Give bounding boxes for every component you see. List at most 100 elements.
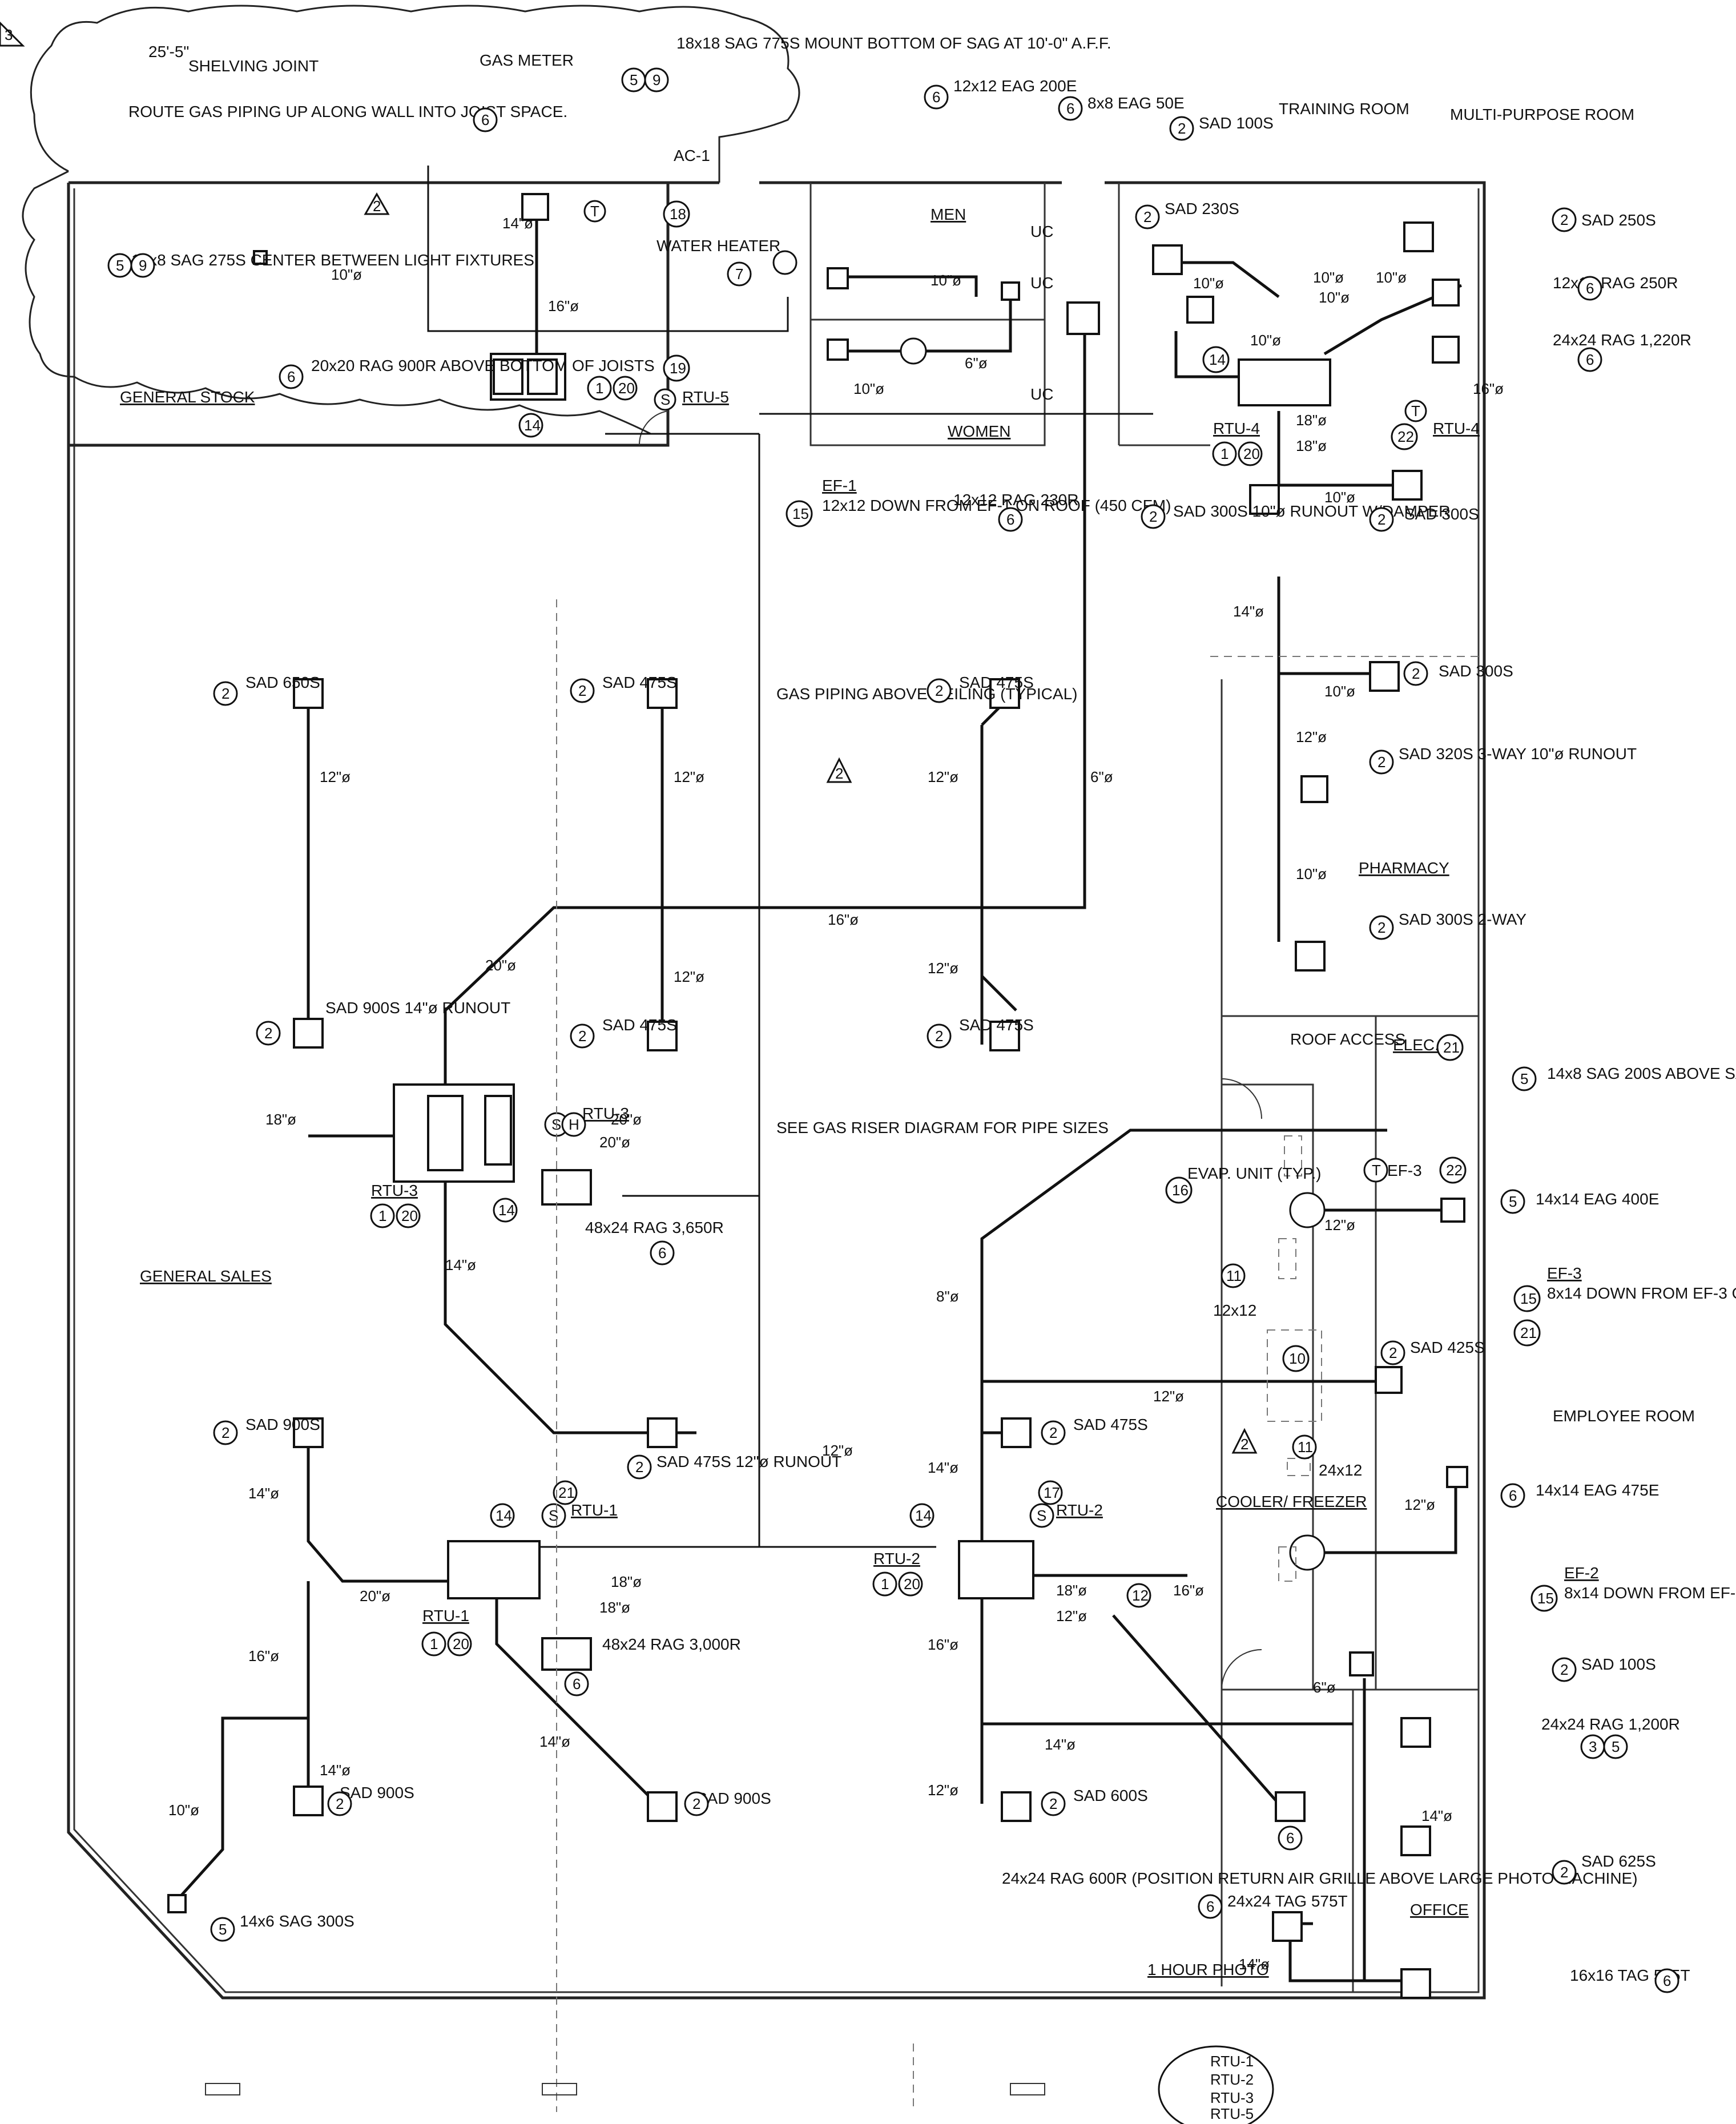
svg-text:18"ø: 18"ø <box>1056 1582 1087 1599</box>
ef3-detail: 8x14 DOWN FROM EF-3 ON ROOF (400 CFM) <box>1547 1284 1736 1302</box>
svg-text:10"ø: 10"ø <box>1313 269 1344 286</box>
sad-320-label: SAD 320S 3-WAY 10"ø RUNOUT <box>1399 745 1637 763</box>
rtu-4-unit <box>1238 358 1331 406</box>
svg-text:T: T <box>1372 1162 1381 1179</box>
rtu-1-unit <box>447 1540 541 1599</box>
sad-425-label: SAD 425S <box>1410 1339 1485 1356</box>
svg-text:5: 5 <box>1520 1070 1528 1087</box>
svg-text:2: 2 <box>578 1027 586 1045</box>
svg-text:16"ø: 16"ø <box>1473 380 1504 397</box>
svg-text:20: 20 <box>401 1207 418 1224</box>
rtu-1-label-b: RTU-1 <box>422 1607 469 1625</box>
room-labels: GENERAL STOCK GENERAL SALES MEN WOMEN TR… <box>120 100 1695 1978</box>
svg-text:16"ø: 16"ø <box>928 1636 958 1653</box>
svg-text:14: 14 <box>524 417 541 434</box>
svg-text:10"ø: 10"ø <box>853 380 884 397</box>
room-roof-access: ROOF ACCESS <box>1290 1030 1405 1048</box>
eag-400-label: 14x14 EAG 400E <box>1536 1190 1659 1208</box>
room-training: TRAINING ROOM <box>1279 100 1409 118</box>
ductwork <box>170 205 1462 1982</box>
svg-text:6"ø: 6"ø <box>1090 768 1113 785</box>
sad-900-a-label: SAD 900S <box>245 1416 320 1433</box>
svg-text:S: S <box>1037 1507 1046 1524</box>
svg-text:16"ø: 16"ø <box>548 297 579 315</box>
legend-rtu-3: RTU-3 <box>1210 2089 1254 2106</box>
svg-text:3: 3 <box>1589 1738 1597 1755</box>
svg-text:6: 6 <box>481 111 489 128</box>
svg-text:14"ø: 14"ø <box>320 1762 351 1779</box>
svg-text:2: 2 <box>1049 1795 1057 1812</box>
sad-475-c-label: SAD 475S <box>602 1016 677 1034</box>
rtu-3-label: RTU-3 <box>582 1105 629 1122</box>
room-office: OFFICE <box>1410 1901 1469 1919</box>
sad-475-a-label: SAD 475S <box>602 674 677 691</box>
svg-text:9: 9 <box>652 71 660 88</box>
rtu-2-label: RTU-2 <box>1056 1501 1103 1519</box>
svg-text:10"ø: 10"ø <box>1376 269 1407 286</box>
svg-text:2: 2 <box>1377 919 1385 936</box>
uc-label-3: UC <box>1030 385 1053 403</box>
svg-text:2: 2 <box>1240 1436 1248 1453</box>
sag-200-label: 14x8 SAG 200S ABOVE SALES FLOOR CEILNG H… <box>1547 1065 1736 1082</box>
rtu-2-label-b: RTU-2 <box>873 1550 920 1567</box>
svg-text:1: 1 <box>881 1575 889 1593</box>
svg-text:12"ø: 12"ø <box>320 768 351 785</box>
ef3-label: EF-3 <box>1547 1264 1582 1282</box>
svg-text:16"ø: 16"ø <box>828 911 859 928</box>
size-24x12: 24x12 <box>1319 1461 1362 1479</box>
svg-text:14: 14 <box>915 1507 932 1524</box>
room-cooler-freezer: COOLER/ FREEZER <box>1216 1493 1367 1510</box>
svg-text:15: 15 <box>792 505 809 522</box>
svg-text:2: 2 <box>373 198 381 215</box>
svg-text:20"ø: 20"ø <box>599 1134 630 1151</box>
gas-piping <box>427 166 1153 1548</box>
svg-text:S: S <box>660 391 670 408</box>
svg-text:20: 20 <box>904 1575 920 1593</box>
svg-text:18"ø: 18"ø <box>611 1573 642 1590</box>
svg-text:21: 21 <box>1520 1324 1537 1341</box>
svg-text:6: 6 <box>1066 100 1074 117</box>
svg-text:H: H <box>569 1116 579 1133</box>
svg-text:16: 16 <box>1172 1182 1189 1199</box>
svg-text:1: 1 <box>595 380 603 397</box>
ef1-label: EF-1 <box>822 477 857 494</box>
ef3-tag-label: EF-3 <box>1387 1162 1422 1179</box>
svg-text:2: 2 <box>1377 753 1385 771</box>
svg-text:3: 3 <box>5 26 13 43</box>
ef2-label: EF-2 <box>1564 1564 1599 1582</box>
room-general-sales: GENERAL SALES <box>140 1267 272 1285</box>
svg-text:16"ø: 16"ø <box>1173 1582 1204 1599</box>
svg-text:1: 1 <box>1221 445 1229 462</box>
svg-text:2: 2 <box>1143 208 1151 225</box>
svg-text:12"ø: 12"ø <box>674 968 704 985</box>
rag-600-label: 24x24 RAG 600R (POSITION RETURN AIR GRIL… <box>1002 1869 1638 1887</box>
svg-text:15: 15 <box>1520 1290 1537 1307</box>
svg-text:20: 20 <box>618 380 635 397</box>
rag-900-label: 20x20 RAG 900R ABOVE BOTTOM OF JOISTS <box>311 357 655 374</box>
svg-text:2: 2 <box>264 1025 272 1042</box>
svg-text:T: T <box>1411 402 1420 420</box>
svg-text:12"ø: 12"ø <box>674 768 704 785</box>
water-heater-label: WATER HEATER <box>656 237 780 255</box>
svg-text:12"ø: 12"ø <box>928 1782 958 1799</box>
svg-text:14: 14 <box>1209 351 1226 368</box>
svg-text:14: 14 <box>496 1507 512 1524</box>
svg-text:18"ø: 18"ø <box>1296 412 1327 429</box>
svg-text:12"ø: 12"ø <box>1296 728 1327 745</box>
svg-text:2: 2 <box>1178 120 1186 137</box>
revision-mark: 3 <box>0 21 25 47</box>
svg-text:2: 2 <box>1377 511 1385 528</box>
diffusers <box>167 193 1468 1999</box>
svg-text:2: 2 <box>1149 508 1157 525</box>
sad-475-d-label: SAD 475S <box>959 1016 1034 1034</box>
svg-text:1: 1 <box>430 1635 438 1653</box>
svg-text:14"ø: 14"ø <box>1421 1807 1452 1824</box>
svg-text:6: 6 <box>1663 1972 1671 1989</box>
svg-text:12"ø: 12"ø <box>1404 1496 1435 1513</box>
rag-3650-label: 48x24 RAG 3,650R <box>585 1219 724 1236</box>
sad-900-c-label: SAD 900S <box>696 1790 771 1807</box>
sag-275-diffuser <box>253 250 268 265</box>
svg-text:20: 20 <box>453 1635 469 1653</box>
svg-text:6: 6 <box>287 368 295 385</box>
sad-300-pharmacy-label: SAD 300S <box>1439 662 1513 680</box>
